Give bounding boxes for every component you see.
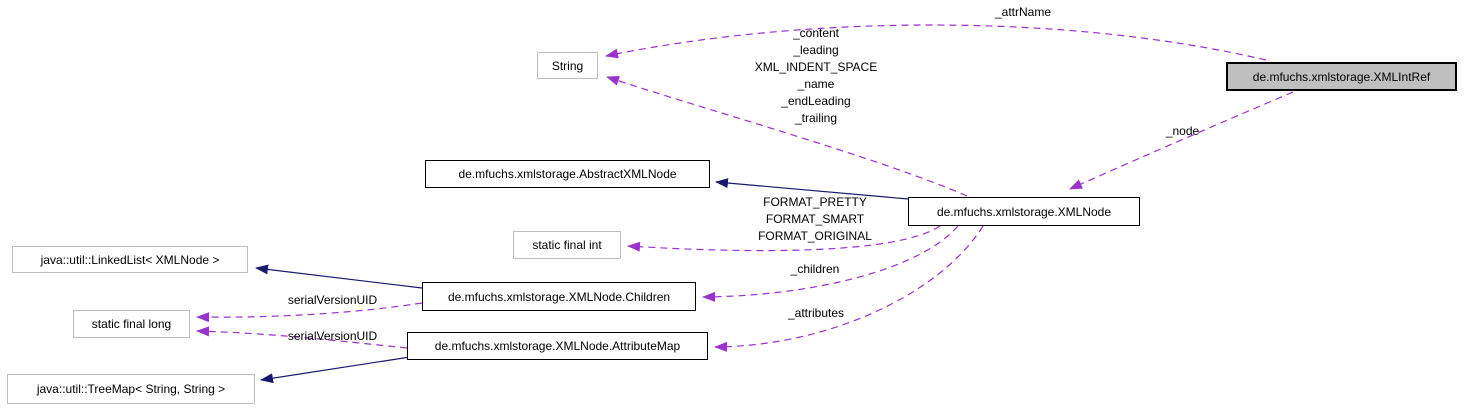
edge-label-line: FORMAT_SMART: [765, 212, 865, 226]
node-static-final-int: static final int: [513, 231, 621, 259]
edge-xmlnode-inherits-abstractxmlnode: [715, 178, 909, 200]
edge-label-line: _endLeading: [781, 94, 851, 108]
node-xmlnode[interactable]: de.mfuchs.xmlstorage.XMLNode: [908, 197, 1140, 226]
edge-label-string-members: _content _leading XML_INDENT_SPACE _name…: [716, 25, 916, 127]
edge-label-attributes: _attributes: [787, 306, 845, 320]
edge-attributemap-serialversionuid: [196, 326, 408, 349]
node-xmlnode-attributemap[interactable]: de.mfuchs.xmlstorage.XMLNode.AttributeMa…: [407, 332, 708, 360]
edge-label-line: _trailing: [794, 111, 838, 125]
edge-attributemap-inherits-treemap: [260, 356, 411, 384]
edge-children-serialversionuid: [196, 302, 423, 323]
node-xmlintref: de.mfuchs.xmlstorage.XMLIntRef: [1226, 62, 1457, 91]
edge-label-node: _node: [1165, 124, 1200, 138]
edge-children-inherits-linkedlist: [255, 264, 423, 289]
edge-xmlnode-children-ref: [702, 225, 959, 302]
node-treemap: java::util::TreeMap< String, String >: [7, 374, 255, 404]
node-string: String: [537, 52, 598, 79]
edge-xmlnode-attributes-ref: [714, 225, 984, 352]
edge-label-line: _leading: [793, 43, 839, 57]
edge-label-children: _children: [790, 262, 840, 276]
node-abstractxmlnode[interactable]: de.mfuchs.xmlstorage.AbstractXMLNode: [425, 160, 710, 188]
edge-label-line: FORMAT_PRETTY: [763, 195, 867, 209]
edge-xmlnode-format-staticfinalint: [627, 225, 941, 252]
node-xmlnode-children[interactable]: de.mfuchs.xmlstorage.XMLNode.Children: [422, 282, 696, 311]
node-static-final-long: static final long: [73, 310, 190, 338]
edge-label-line: XML_INDENT_SPACE: [754, 60, 878, 74]
edge-label-serialversionuid-children: serialVersionUID: [287, 293, 378, 307]
edge-label-format-members: FORMAT_PRETTY FORMAT_SMART FORMAT_ORIGIN…: [715, 194, 915, 245]
node-linkedlist: java::util::LinkedList< XMLNode >: [12, 246, 248, 273]
edge-xmlintref-attrname-string: [605, 24, 1267, 61]
edge-label-serialversionuid-attributemap: serialVersionUID: [287, 329, 378, 343]
edge-xmlintref-node-xmlnode: [1069, 91, 1294, 190]
edge-label-line: FORMAT_ORIGINAL: [758, 229, 872, 243]
edge-label-line: _name: [797, 77, 835, 91]
edge-label-attrname: _attrName: [994, 5, 1052, 19]
edge-xmlnode-members-string: [606, 76, 968, 197]
edge-label-line: _content: [792, 26, 840, 40]
